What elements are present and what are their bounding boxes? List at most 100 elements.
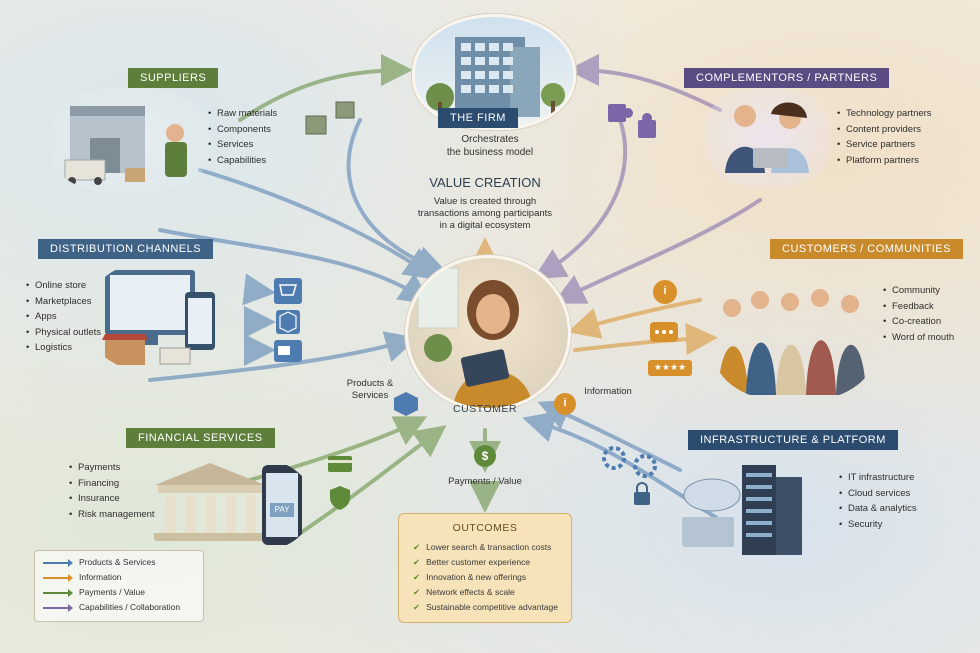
legend: Products & Services Information Payments…: [34, 550, 204, 622]
suppliers-illustration: [50, 88, 210, 193]
list-item: Components: [208, 122, 277, 138]
check-icon: ✔: [413, 542, 421, 552]
arrow-partners-customer-2: [552, 198, 762, 304]
legend-label: Products & Services: [79, 557, 156, 567]
arrow-distribution-customer: [158, 228, 432, 305]
outcome-text: Network effects & scale: [426, 587, 515, 597]
communities-list: Community Feedback Co-creation Word of m…: [882, 283, 954, 345]
legend-swatch: [43, 558, 73, 567]
legend-swatch: [43, 603, 73, 612]
info-pin-text: i: [663, 285, 667, 297]
list-item: ✔ Innovation & new offerings: [413, 570, 558, 585]
partners-meeting-icon: [725, 102, 809, 173]
communities-illustration: [712, 270, 877, 400]
list-item: Services: [208, 137, 277, 153]
check-icon: ✔: [413, 587, 421, 597]
list-item: Security: [839, 517, 917, 533]
infrastructure-banner: INFRASTRUCTURE & PLATFORM: [688, 430, 898, 450]
list-item: IT infrastructure: [839, 470, 917, 486]
outcome-text: Better customer experience: [426, 557, 531, 567]
financial-banner: FINANCIAL SERVICES: [126, 428, 275, 448]
list-item: Risk management: [69, 507, 155, 523]
distribution-banner: DISTRIBUTION CHANNELS: [38, 239, 214, 259]
infrastructure-illustration: [672, 455, 832, 565]
firm-description: Orchestrates the business model: [446, 134, 534, 158]
list-item: ✔ Lower search & transaction costs: [413, 540, 558, 555]
arrow-communities-customer: [567, 298, 702, 339]
distribution-list: Online store Marketplaces Apps Physical …: [25, 278, 101, 356]
complementors-list: Technology partners Content providers Se…: [836, 106, 932, 168]
customer-with-tablet-icon: [417, 267, 533, 408]
arrow-infrastructure-customer: [537, 399, 682, 472]
distribution-illustration: [90, 262, 240, 372]
value-creation-title: VALUE CREATION: [429, 175, 541, 190]
list-item: Apps: [26, 309, 101, 325]
check-icon: ✔: [413, 557, 421, 567]
value-creation-text: Value is created through transactions am…: [417, 196, 553, 231]
legend-item: Information: [43, 570, 122, 584]
list-item: Marketplaces: [26, 294, 101, 310]
customer-illustration: [405, 255, 571, 411]
financial-list: Payments Financing Insurance Risk manage…: [68, 460, 155, 522]
outcomes-list: ✔ Lower search & transaction costs ✔ Bette…: [413, 540, 558, 615]
list-item: Feedback: [883, 299, 954, 315]
list-item: Physical outlets: [26, 325, 101, 341]
legend-label: Capabilities / Collaboration: [79, 602, 181, 612]
arrow-partners-customer: [533, 118, 628, 280]
communities-banner: CUSTOMERS / COMMUNITIES: [770, 239, 963, 259]
payments-value-label: Payments / Value: [448, 476, 522, 487]
list-item: Online store: [26, 278, 101, 294]
financial-illustration: [140, 455, 310, 555]
suppliers-banner: SUPPLIERS: [128, 68, 219, 88]
customer-label: CUSTOMER: [453, 403, 517, 415]
legend-swatch: [43, 588, 73, 597]
outcome-text: Sustainable competitive advantage: [426, 602, 558, 612]
list-item: Platform partners: [837, 153, 932, 169]
warehouse-icon: [64, 106, 187, 185]
arrow-distribution-customer-2: [148, 331, 418, 382]
list-item: Community: [883, 283, 954, 299]
list-item: Insurance: [69, 491, 155, 507]
list-item: Capabilities: [208, 153, 277, 169]
outcomes-title: OUTCOMES: [452, 522, 518, 534]
server-cloud-icon: [682, 465, 802, 555]
arrow-customer-communities: [573, 322, 718, 355]
arrow-partners-firm: [567, 54, 722, 112]
list-item: Cloud services: [839, 486, 917, 502]
list-item: Financing: [69, 476, 155, 492]
list-item: Logistics: [26, 340, 101, 356]
arrow-suppliers-customer: [198, 168, 437, 280]
list-item: Word of mouth: [883, 330, 954, 346]
outcome-text: Lower search & transaction costs: [426, 542, 552, 552]
list-item: Technology partners: [837, 106, 932, 122]
info-text: i: [563, 397, 567, 409]
check-icon: ✔: [413, 572, 421, 582]
arrow-firm-customer: [346, 118, 448, 277]
list-item: Service partners: [837, 137, 932, 153]
legend-item: Capabilities / Collaboration: [43, 600, 180, 614]
list-item: Payments: [69, 460, 155, 476]
legend-swatch: [43, 573, 73, 582]
list-item: ✔ Better customer experience: [413, 555, 558, 570]
list-item: Content providers: [837, 122, 932, 138]
partners-illustration: [705, 88, 830, 188]
infrastructure-list: IT infrastructure Cloud services Data & …: [838, 470, 917, 532]
complementors-banner: COMPLEMENTORS / PARTNERS: [684, 68, 890, 88]
community-group-icon: [718, 289, 866, 395]
products-services-label: Products & Services: [346, 378, 394, 401]
information-label: Information: [584, 386, 632, 397]
firm-banner: THE FIRM: [438, 108, 518, 128]
bank-icon: [154, 463, 302, 545]
legend-label: Payments / Value: [79, 587, 145, 597]
legend-label: Information: [79, 572, 122, 582]
outcomes-box: OUTCOMES ✔ Lower search & transaction cos…: [398, 513, 572, 623]
list-item: Data & analytics: [839, 501, 917, 517]
online-store-icon: [102, 270, 215, 365]
legend-item: Payments / Value: [43, 585, 145, 599]
check-icon: ✔: [413, 602, 421, 612]
list-item: Raw materials: [208, 106, 277, 122]
list-item: Co-creation: [883, 314, 954, 330]
dollar-text: $: [481, 449, 489, 463]
outcome-text: Innovation & new offerings: [426, 572, 527, 582]
